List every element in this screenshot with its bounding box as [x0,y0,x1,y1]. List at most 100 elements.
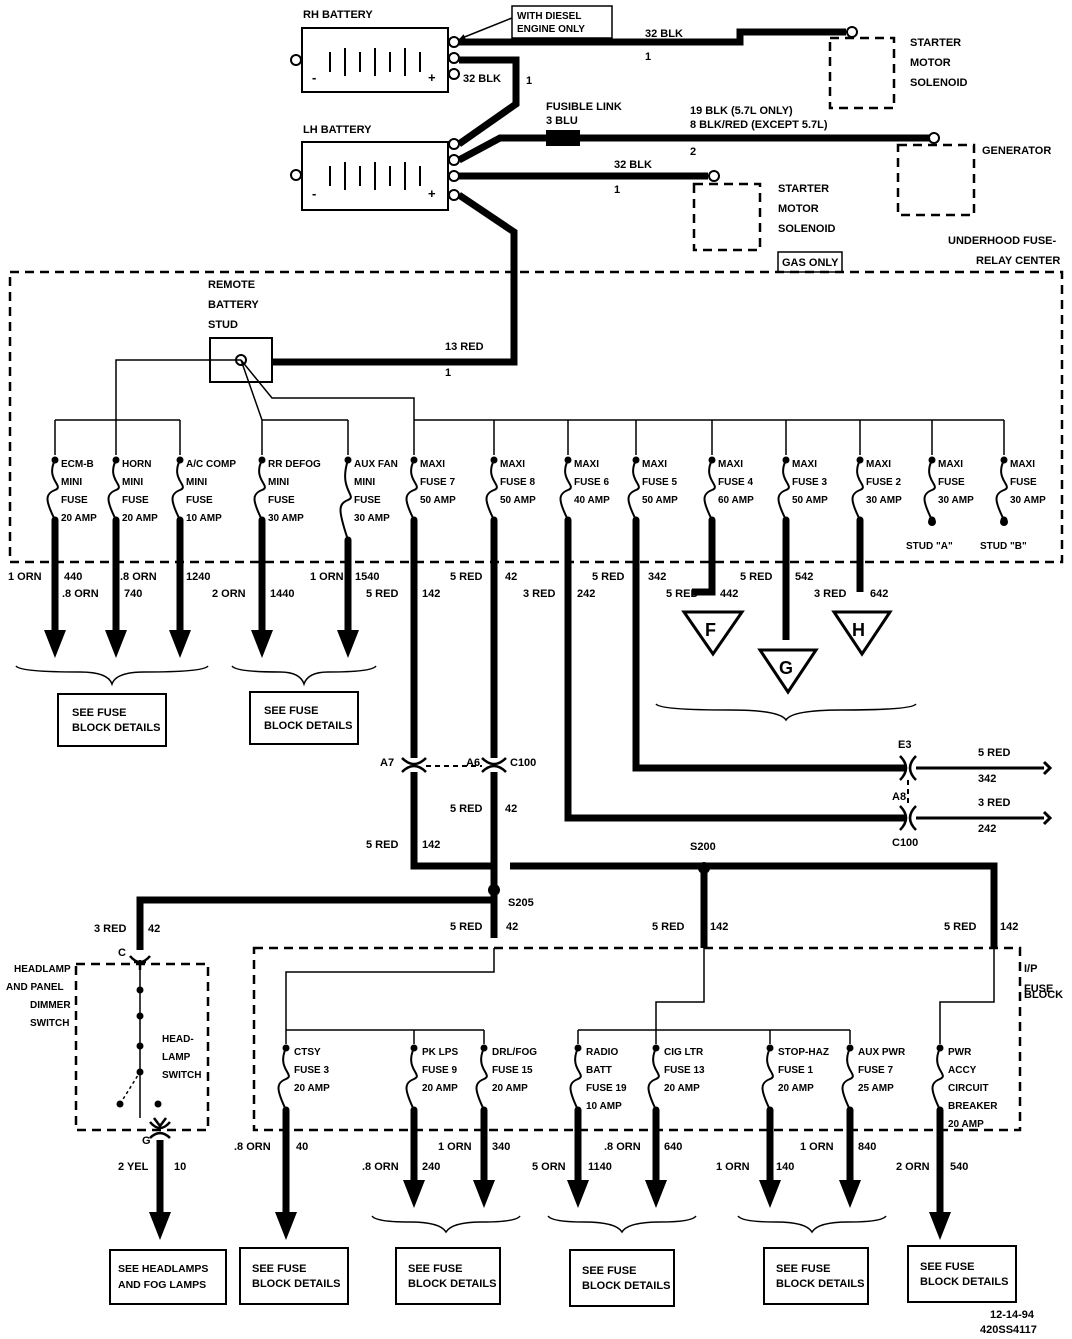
uh-w2-circuit: 740 [124,588,142,600]
ip-fuse-5-line-3: 20 AMP [664,1083,700,1094]
uh-w3-circuit: 1240 [186,571,210,583]
uh-fuse-4-line-2: MINI [268,477,289,488]
right-w-gauge: 5 RED [944,921,976,933]
uh-fuse-14-line-1: MAXI [1010,459,1035,470]
see-fuse-box-7 [907,1245,1017,1303]
uh-fuse-5-line-4: 30 AMP [354,513,390,524]
main-342 [632,520,906,772]
ip-fuse-8-line-5: 20 AMP [948,1119,984,1130]
ip-fuse-5-line-2: FUSE 13 [664,1065,705,1076]
ip-bus-left [285,948,495,1044]
lh-battery: - + LH BATTERY [290,124,460,211]
uh-fuse-2-line-2: MINI [122,477,143,488]
a8-circuit: 242 [978,823,996,835]
ip-bus-right [939,948,995,1044]
ip-fuse-4-line-3: FUSE 19 [586,1083,627,1094]
uh-fuse-13-line-3: 30 AMP [938,495,974,506]
uh-fuse-13-line-1: MAXI [938,459,963,470]
e3-gauge: 5 RED [978,747,1010,759]
svg-text:G: G [142,1135,151,1147]
uh-w11-gauge: 5 RED [740,571,772,583]
uh-w6-circuit: 142 [422,588,440,600]
lh-battery-label: LH BATTERY [303,124,372,136]
splice-s200 [698,862,710,874]
ip-bus-mid [577,948,851,1044]
arrow-headlamp [149,1212,171,1240]
ip-w2-circuit: 240 [422,1161,440,1173]
ip-fuse-7-line-1: AUX PWR [858,1047,906,1058]
offpage-g: G [757,648,819,695]
ip-w7-gauge: 1 ORN [800,1141,834,1153]
see-fuse-box-5 [569,1249,675,1307]
ip-w3-gauge: 1 ORN [438,1141,472,1153]
uh-w4-gauge: 2 ORN [212,588,246,600]
uh-fuse-12-line-3: 30 AMP [866,495,902,506]
uh-fuse-14-line-3: 30 AMP [1010,495,1046,506]
svg-text:-: - [312,186,316,201]
see-fuse-box-3 [239,1247,349,1305]
hl-w-gauge: 3 RED [94,923,126,935]
ip-fuse-3-line-1: DRL/FOG [492,1047,537,1058]
ip-fuse-2-line-1: PK LPS [422,1047,458,1058]
ip-w5-gauge: .8 ORN [604,1141,641,1153]
main-242 [564,520,906,822]
uh-fuse-12-line-1: MAXI [866,459,891,470]
ip-fuse-block [252,946,1022,1132]
arrowheads-uh [44,630,359,658]
connector-c100-a7-a6: A7 A6 C100 [380,757,536,773]
uh-fuse-1-line-3: FUSE [61,495,88,506]
uh-fuse-10-line-2: FUSE 4 [718,477,753,488]
ip-fuse-7-line-3: 25 AMP [858,1083,894,1094]
uh-fuse-11-line-3: 50 AMP [792,495,828,506]
see-fuse-box-4 [395,1247,501,1305]
ip-fuse-6-line-3: 20 AMP [778,1083,814,1094]
uh-fuse-8-line-2: FUSE 6 [574,477,609,488]
ip-fuse-4-line-1: RADIO [586,1047,618,1058]
uh-fuse-7-line-1: MAXI [500,459,525,470]
ip-w2-gauge: .8 ORN [362,1161,399,1173]
see-fuse-box-6 [763,1247,869,1305]
uh-fuse-1-line-2: MINI [61,477,82,488]
uh-fuse-7-line-2: FUSE 8 [500,477,535,488]
ip-w8-gauge: 2 ORN [896,1161,930,1173]
svg-text:A6: A6 [466,757,480,769]
svg-text:A7: A7 [380,757,394,769]
uh-fuse-3-line-4: 10 AMP [186,513,222,524]
uh-fuse-11-line-1: MAXI [792,459,817,470]
underhood-fuse-relay-center [8,270,1064,564]
uh-fuse-2-line-1: HORN [122,459,151,470]
uh-w7-gauge: 5 RED [450,571,482,583]
see-headlamps-box [109,1249,227,1305]
s205-label: S205 [508,897,534,909]
uh-fuse-5-line-2: MINI [354,477,375,488]
s200-w-gauge: 5 RED [652,921,684,933]
uh-fuse-3-line-3: FUSE [186,495,213,506]
ip-fuse-3-line-3: 20 AMP [492,1083,528,1094]
uh-w7-circuit: 42 [505,571,517,583]
svg-text:H: H [852,620,865,640]
uh-fuse-9-line-1: MAXI [642,459,667,470]
ip-fuse-2-line-2: FUSE 9 [422,1065,457,1076]
wire-rh-to-lh [456,56,520,147]
ip-fuse-2-line-3: 20 AMP [422,1083,458,1094]
generator-label: GENERATOR [982,145,1051,157]
